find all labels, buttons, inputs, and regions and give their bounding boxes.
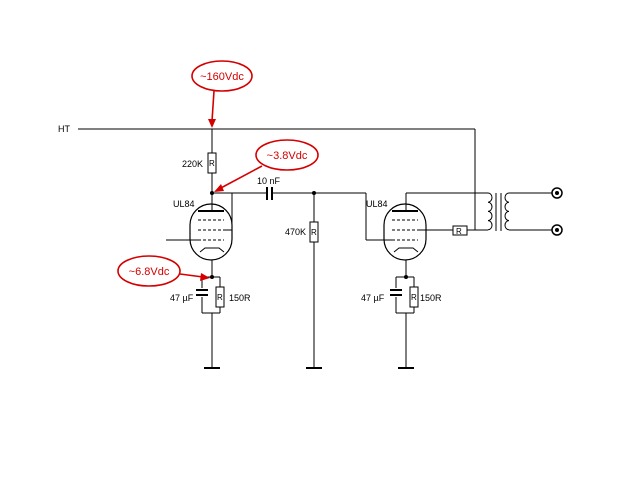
cathode-resistor-right-label: 150R <box>420 293 442 303</box>
tube-right: UL84 <box>365 193 427 261</box>
output-transformer <box>487 192 552 231</box>
ht-rail: HT <box>58 124 476 193</box>
annotation-ht-voltage: ~160Vdc <box>191 60 253 128</box>
annotation-plate-voltage-text: ~3.8Vdc <box>267 150 308 162</box>
annotation-ht-voltage-text: ~160Vdc <box>200 71 244 83</box>
cathode-resistor-right-symbol: R <box>411 293 417 302</box>
grid-resistor-symbol: R <box>311 228 317 237</box>
output-terminals <box>551 187 563 236</box>
ht-label: HT <box>58 124 70 134</box>
grid-resistor-470k: R 470K <box>285 191 322 369</box>
annotation-plate-voltage: ~3.8Vdc <box>214 139 319 192</box>
cathode-resistor-left-label: 150R <box>229 293 251 303</box>
cathode-network-left: R 47 µF 150R <box>170 260 251 369</box>
grid-resistor-label: 470K <box>285 227 306 237</box>
tube-right-label: UL84 <box>366 199 388 209</box>
annotation-cathode-voltage-text: ~6.8Vdc <box>129 266 170 278</box>
plate-resistor-symbol: R <box>209 159 215 168</box>
tube-left: UL84 <box>166 199 233 261</box>
plate-resistor-label: 220K <box>182 159 203 169</box>
coupling-network: 10 nF <box>210 176 366 230</box>
plate-resistor-220k: R 220K <box>182 129 217 204</box>
annotation-cathode-voltage: ~6.8Vdc <box>117 255 210 287</box>
bypass-capacitor-right-label: 47 µF <box>361 293 385 303</box>
output-wiring: R <box>406 192 488 236</box>
tube-left-label: UL84 <box>173 199 195 209</box>
cathode-resistor-left-symbol: R <box>217 293 223 302</box>
bypass-capacitor-left-label: 47 µF <box>170 293 194 303</box>
cathode-network-right: R 47 µF 150R <box>361 260 442 369</box>
screen-resistor-symbol: R <box>456 227 462 236</box>
coupling-capacitor-label: 10 nF <box>257 176 281 186</box>
